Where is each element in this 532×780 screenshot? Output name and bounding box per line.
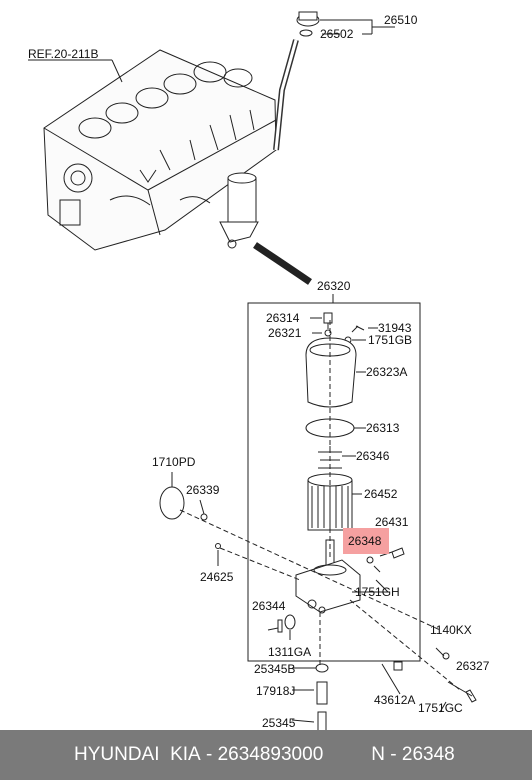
highlight-box bbox=[343, 528, 389, 554]
footer-bar: HYUNDAI KIA - 2634893000 N - 26348 bbox=[0, 730, 532, 780]
label-25345B: 25345B bbox=[254, 662, 295, 676]
centerlines bbox=[179, 320, 461, 691]
label-43612A: 43612A bbox=[374, 693, 415, 707]
label-26327: 26327 bbox=[456, 659, 490, 673]
label-1311GA: 1311GA bbox=[268, 645, 311, 659]
parts-diagram: 26510 26502 REF.20-211B 26320 26314 2632… bbox=[28, 11, 490, 730]
filter-housing bbox=[305, 337, 366, 408]
footer-separator: - bbox=[200, 744, 218, 765]
footer-brand: HYUNDAI KIA bbox=[74, 744, 201, 765]
label-1751GH: 1751GH bbox=[355, 585, 400, 599]
label-26452: 26452 bbox=[364, 487, 398, 501]
label-1140KX: 1140KX bbox=[430, 623, 472, 637]
label-24625: 24625 bbox=[200, 570, 234, 584]
label-26314: 26314 bbox=[266, 311, 300, 325]
footer-part-number: 2634893000 bbox=[217, 744, 324, 765]
label-25345: 25345 bbox=[262, 716, 296, 730]
label-26502: 26502 bbox=[320, 27, 354, 41]
label-26346: 26346 bbox=[356, 449, 390, 463]
label-26320: 26320 bbox=[317, 279, 351, 293]
assembly-frame bbox=[247, 302, 421, 662]
label-17918J: 17918J bbox=[256, 684, 295, 698]
label-ref: REF.20-211B bbox=[28, 47, 98, 61]
label-26321: 26321 bbox=[268, 326, 302, 340]
label-1751GB: 1751GB bbox=[368, 333, 412, 347]
label-26344: 26344 bbox=[252, 599, 286, 613]
footer-n-label: N - 26348 bbox=[371, 744, 455, 765]
filler-tube bbox=[273, 11, 320, 151]
engine-filter bbox=[219, 172, 259, 249]
filter-element bbox=[307, 473, 362, 531]
label-26431: 26431 bbox=[375, 515, 409, 529]
label-26339: 26339 bbox=[186, 483, 220, 497]
engine-block bbox=[43, 49, 277, 251]
label-26348: 26348 bbox=[348, 534, 382, 548]
label-1751GC: 1751GC bbox=[418, 701, 463, 715]
label-26323A: 26323A bbox=[366, 365, 407, 379]
label-26510: 26510 bbox=[384, 13, 418, 27]
callout-arrow bbox=[253, 242, 312, 285]
label-1710PD: 1710PD bbox=[152, 455, 196, 469]
label-31943: 31943 bbox=[378, 321, 412, 335]
label-26313: 26313 bbox=[366, 421, 400, 435]
